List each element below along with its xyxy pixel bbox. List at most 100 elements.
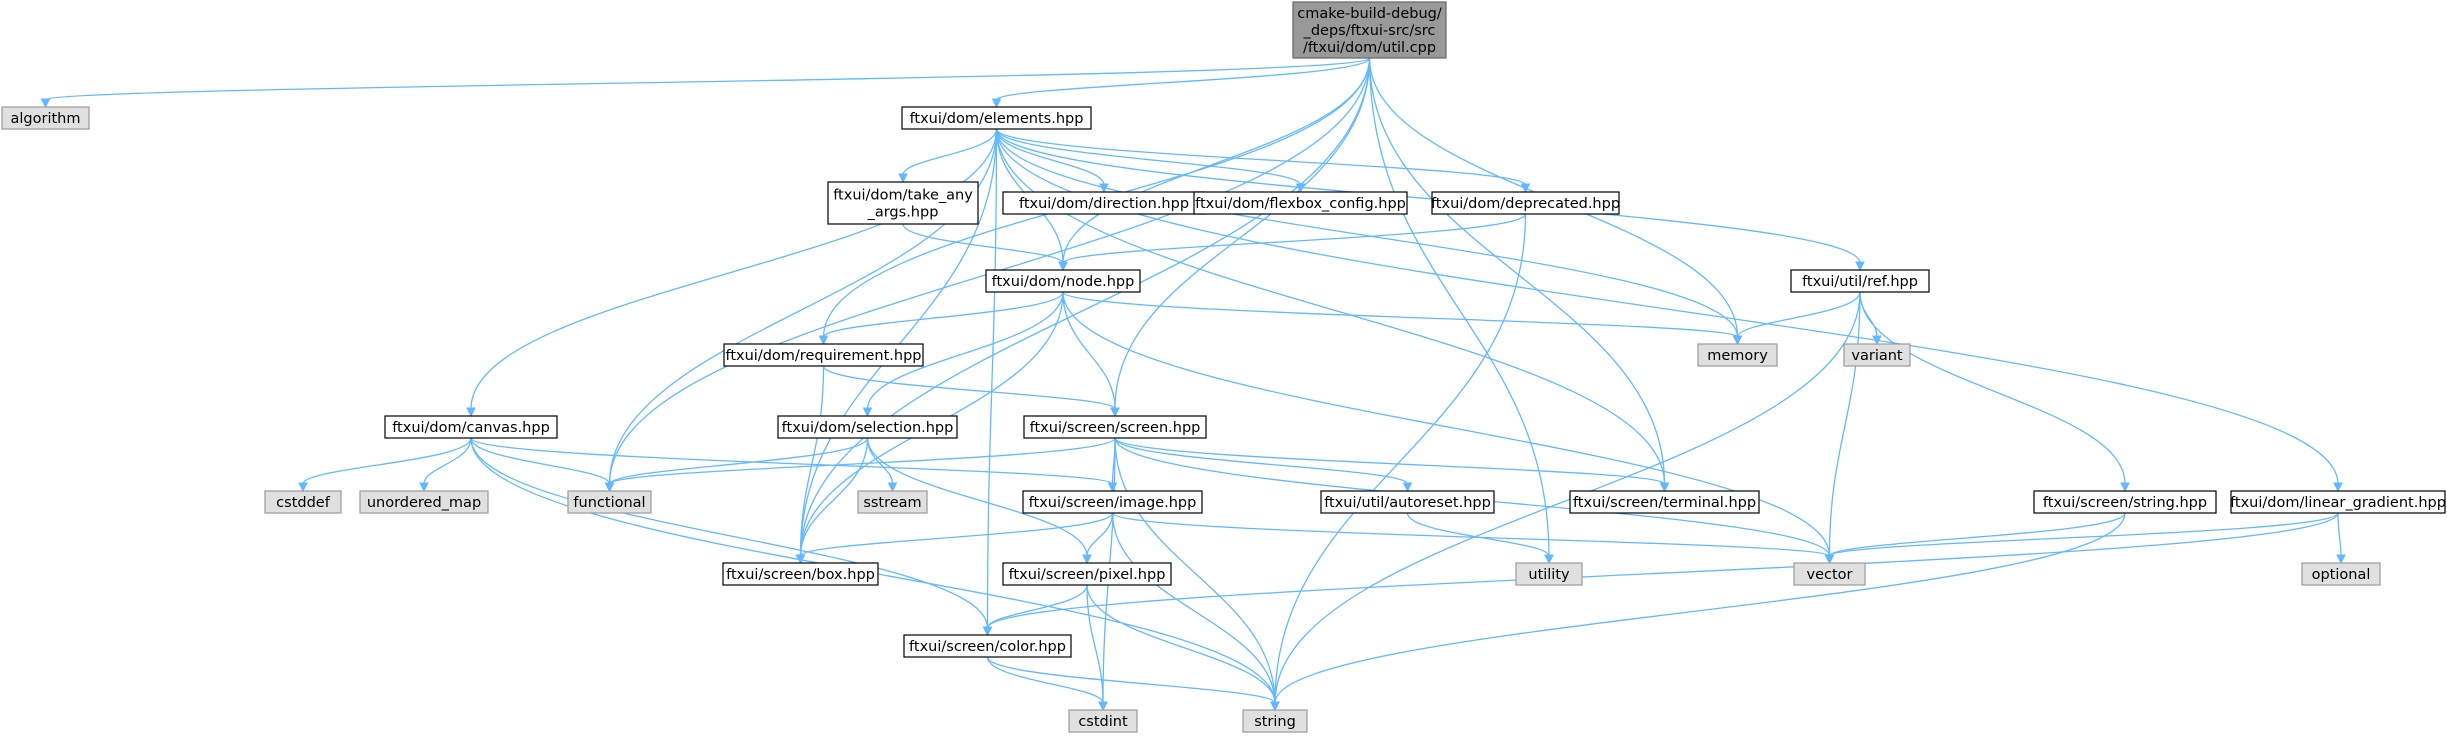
node-label-pixel: ftxui/screen/pixel.hpp [1009, 567, 1166, 583]
node-label-line-cstddef-0: cstddef [276, 495, 331, 511]
node-take_any_args[interactable]: ftxui/dom/take_any_args.hpp [827, 181, 979, 225]
edge-string_hpp-to-string [1274, 512, 2126, 704]
node-direction[interactable]: ftxui/dom/direction.hpp [1002, 191, 1206, 215]
node-box-screen [1023, 415, 1207, 439]
edge-elements-to-deprecated [995, 128, 1527, 186]
edge-layer [40, 57, 2346, 712]
edge-node-to-selection [866, 291, 1064, 410]
edge-node-to-vector [1062, 291, 1831, 557]
node-autoreset[interactable]: ftxui/util/autoreset.hpp [1320, 490, 1495, 514]
edge-selection-to-box [799, 437, 869, 557]
node-deprecated[interactable]: ftxui/dom/deprecated.hpp [1431, 191, 1620, 215]
node-box-elements [901, 106, 1092, 130]
node-label-line-deprecated-0: ftxui/dom/deprecated.hpp [1431, 196, 1620, 212]
node-box-requirement [723, 343, 924, 367]
node-linear_gradient[interactable]: ftxui/dom/linear_gradient.hpp [2230, 490, 2446, 514]
node-ref[interactable]: ftxui/util/ref.hpp [1790, 269, 1930, 293]
arrowhead-elements-to-deprecated [1520, 183, 1531, 194]
node-label-line-memory-0: memory [1707, 348, 1768, 364]
node-label-line-box-0: ftxui/screen/box.hpp [726, 567, 875, 583]
node-terminal[interactable]: ftxui/screen/terminal.hpp [1569, 490, 1760, 514]
node-label-utility: utility [1528, 567, 1570, 583]
arrowhead-linear_gradient-to-vector [1824, 554, 1835, 565]
node-box-string [1242, 709, 1308, 733]
node-label-string_hpp: ftxui/screen/string.hpp [2043, 495, 2207, 511]
node-label-util_cpp: cmake-build-debug/_deps/ftxui-src/src/ft… [1297, 6, 1442, 56]
node-label-line-vector-0: vector [1807, 567, 1853, 583]
node-box-take_any_args [827, 181, 979, 225]
edge-deprecated-to-string [1274, 213, 1527, 704]
node-label-line-node-0: ftxui/dom/node.hpp [992, 274, 1135, 290]
node-label-line-util_cpp-1: _deps/ftxui-src/src [1303, 23, 1436, 39]
node-label-line-util_cpp-2: /ftxui/dom/util.cpp [1303, 40, 1436, 56]
node-box-color [903, 634, 1072, 658]
node-label-deprecated: ftxui/dom/deprecated.hpp [1431, 196, 1620, 212]
node-label-selection: ftxui/dom/selection.hpp [782, 420, 954, 436]
edge-ref-to-memory [1736, 291, 1861, 338]
node-label-screen: ftxui/screen/screen.hpp [1030, 420, 1201, 436]
node-label-canvas: ftxui/dom/canvas.hpp [392, 420, 550, 436]
node-label-image: ftxui/screen/image.hpp [1029, 495, 1197, 511]
node-label-line-take_any_args-1: _args.hpp [867, 205, 939, 221]
edge-requirement-to-box [799, 365, 825, 557]
edge-elements-to-direction [995, 128, 1105, 186]
edge-image-to-pixel [1086, 512, 1114, 557]
node-label-line-flexbox_config-0: ftxui/dom/flexbox_config.hpp [1195, 196, 1406, 212]
arrowhead-canvas-to-unordered_map [419, 482, 429, 493]
node-label-functional: functional [573, 495, 645, 511]
edge-screen-to-autoreset [1114, 437, 1409, 485]
node-label-line-screen-0: ftxui/screen/screen.hpp [1030, 420, 1201, 436]
edge-canvas-to-cstddef [302, 437, 472, 485]
arrowhead-ref-to-variant [1872, 335, 1882, 346]
edge-elements-to-take_any_args [902, 128, 998, 176]
edge-node-to-requirement [822, 291, 1064, 338]
node-label-line-canvas-0: ftxui/dom/canvas.hpp [392, 420, 550, 436]
node-label-line-take_any_args-0: ftxui/dom/take_any [833, 188, 973, 204]
node-algorithm: algorithm [1, 106, 90, 130]
arrowhead-color-to-cstdint [1098, 701, 1108, 712]
edge-node-to-memory [1062, 291, 1739, 338]
edge-canvas-to-unordered_map [423, 437, 472, 485]
arrowhead-string_hpp-to-string [1270, 701, 1280, 712]
arrowhead-util_cpp-to-elements [991, 98, 1002, 109]
edge-take_any_args-to-node [902, 223, 1064, 264]
node-utility: utility [1515, 562, 1583, 586]
node-label-line-requirement-0: ftxui/dom/requirement.hpp [726, 348, 922, 364]
node-label-elements: ftxui/dom/elements.hpp [910, 111, 1084, 127]
node-box-sstream [857, 490, 928, 514]
edge-ref-to-string_hpp [1859, 291, 2126, 485]
node-pixel[interactable]: ftxui/screen/pixel.hpp [1002, 562, 1172, 586]
edge-selection-to-sstream [866, 437, 894, 485]
node-node[interactable]: ftxui/dom/node.hpp [985, 269, 1141, 293]
node-label-vector: vector [1807, 567, 1853, 583]
node-box-functional [567, 490, 652, 514]
node-color[interactable]: ftxui/screen/color.hpp [903, 634, 1072, 658]
node-box-vector [1793, 562, 1866, 586]
edge-ref-to-string [1274, 291, 1861, 704]
node-box-ref [1790, 269, 1930, 293]
node-image[interactable]: ftxui/screen/image.hpp [1022, 490, 1203, 514]
node-box[interactable]: ftxui/screen/box.hpp [722, 562, 879, 586]
arrowhead-ref-to-string_hpp [2120, 482, 2130, 493]
node-label-line-string_hpp-0: ftxui/screen/string.hpp [2043, 495, 2207, 511]
node-flexbox_config[interactable]: ftxui/dom/flexbox_config.hpp [1193, 191, 1408, 215]
node-requirement[interactable]: ftxui/dom/requirement.hpp [723, 343, 924, 367]
node-box-unordered_map [359, 490, 489, 514]
edge-image-to-box [799, 512, 1114, 557]
edge-requirement-to-screen [822, 365, 1116, 410]
node-string_hpp[interactable]: ftxui/screen/string.hpp [2033, 490, 2217, 514]
node-canvas[interactable]: ftxui/dom/canvas.hpp [384, 415, 558, 439]
edge-node-to-screen [1062, 291, 1116, 410]
node-screen[interactable]: ftxui/screen/screen.hpp [1023, 415, 1207, 439]
node-box-flexbox_config [1193, 191, 1408, 215]
edge-color-to-string [986, 656, 1276, 704]
arrowhead-linear_gradient-to-color [982, 626, 993, 637]
node-selection[interactable]: ftxui/dom/selection.hpp [777, 415, 958, 439]
node-box-linear_gradient [2230, 490, 2446, 514]
node-label-line-util_cpp-0: cmake-build-debug/ [1297, 6, 1442, 22]
node-box-string_hpp [2033, 490, 2217, 514]
arrowhead-elements-to-linear_gradient [2333, 482, 2343, 493]
edge-selection-to-pixel [866, 437, 1088, 557]
node-box-canvas [384, 415, 558, 439]
node-elements[interactable]: ftxui/dom/elements.hpp [901, 106, 1092, 130]
